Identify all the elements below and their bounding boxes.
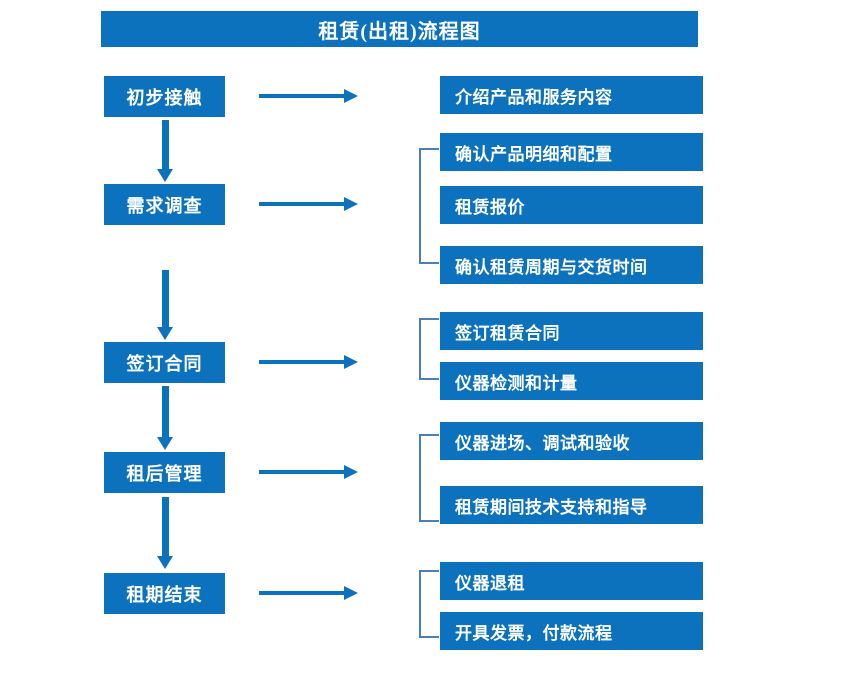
page-title: 租赁(出租)流程图: [101, 11, 698, 47]
arrow-head: [157, 437, 173, 450]
arrow-shaft: [162, 497, 169, 556]
arrow-head: [344, 465, 358, 479]
detail-box-介绍产品和服务内容[interactable]: 介绍产品和服务内容: [440, 76, 703, 114]
arrow-head: [344, 197, 358, 211]
detail-box-仪器退租[interactable]: 仪器退租: [440, 562, 703, 600]
arrow-shaft: [259, 94, 344, 98]
horizontal-arrow-stage1-to-details: [259, 89, 358, 103]
arrow-shaft: [259, 360, 344, 364]
stage-box-需求调查[interactable]: 需求调查: [104, 184, 225, 225]
vertical-arrow-stage2-to-stage3: [157, 270, 173, 340]
group-bracket-租期结束: [419, 570, 439, 638]
group-bracket-签订合同: [419, 318, 439, 380]
arrow-shaft: [162, 386, 169, 437]
arrow-head: [344, 89, 358, 103]
stage-box-租后管理[interactable]: 租后管理: [104, 452, 225, 493]
arrow-shaft: [259, 202, 344, 206]
horizontal-arrow-stage2-to-details: [259, 197, 358, 211]
arrow-head: [157, 169, 173, 182]
stage-box-租期结束[interactable]: 租期结束: [104, 573, 225, 614]
group-bracket-需求调查: [419, 148, 439, 264]
detail-box-签订租赁合同[interactable]: 签订租赁合同: [440, 312, 703, 350]
detail-box-租赁期间技术支持和指导[interactable]: 租赁期间技术支持和指导: [440, 486, 703, 524]
detail-box-仪器检测和计量[interactable]: 仪器检测和计量: [440, 362, 703, 400]
arrow-head: [157, 556, 173, 569]
detail-box-仪器进场调试和验收[interactable]: 仪器进场、调试和验收: [440, 422, 703, 460]
vertical-arrow-stage1-to-stage2: [157, 120, 173, 182]
arrow-shaft: [162, 270, 169, 327]
arrow-shaft: [259, 470, 344, 474]
group-bracket-租后管理: [419, 434, 439, 522]
vertical-arrow-stage3-to-stage4: [157, 386, 173, 450]
horizontal-arrow-stage3-to-details: [259, 355, 358, 369]
detail-box-确认产品明细和配置[interactable]: 确认产品明细和配置: [440, 133, 703, 171]
stage-box-签订合同[interactable]: 签订合同: [104, 342, 225, 383]
detail-box-租赁报价[interactable]: 租赁报价: [440, 186, 703, 224]
horizontal-arrow-stage5-to-details: [259, 586, 358, 600]
detail-box-开具发票付款流程[interactable]: 开具发票，付款流程: [440, 612, 703, 650]
arrow-head: [344, 355, 358, 369]
stage-box-初步接触[interactable]: 初步接触: [104, 76, 225, 117]
arrow-shaft: [162, 120, 169, 169]
detail-box-确认租赁周期与交货时间[interactable]: 确认租赁周期与交货时间: [440, 246, 703, 284]
arrow-head: [157, 327, 173, 340]
horizontal-arrow-stage4-to-details: [259, 465, 358, 479]
arrow-head: [344, 586, 358, 600]
arrow-shaft: [259, 591, 344, 595]
vertical-arrow-stage4-to-stage5: [157, 497, 173, 569]
